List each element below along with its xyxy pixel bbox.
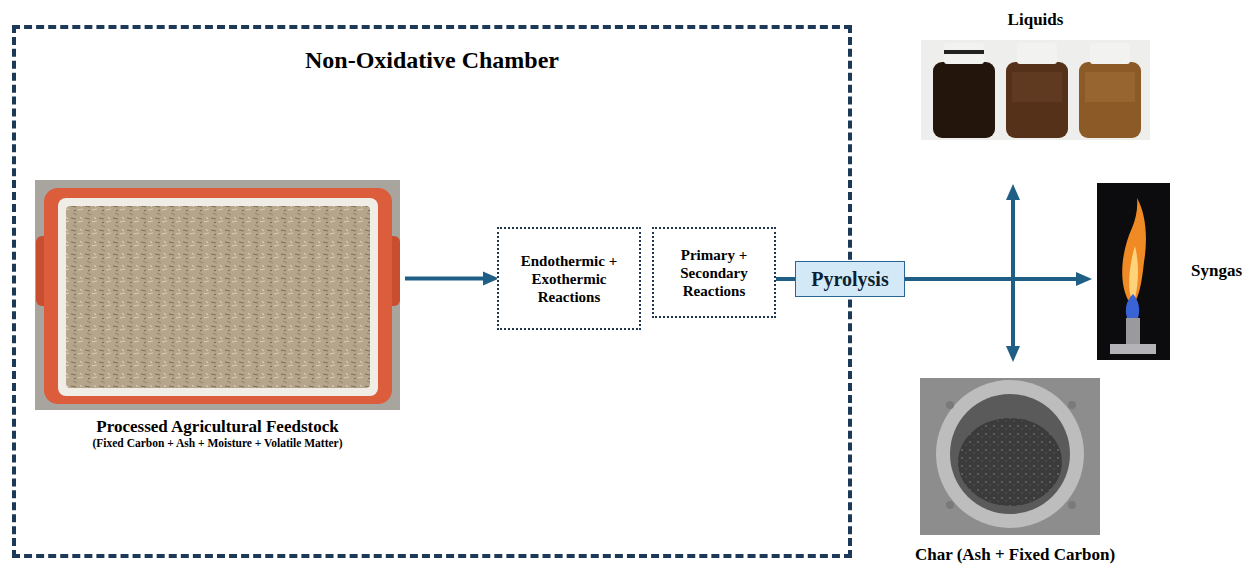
pyrolysis-box: Pyrolysis [795,261,905,297]
flame-core [1129,246,1138,298]
syngas-figure: Syngas [1090,183,1250,360]
feedstock-material [66,206,370,388]
chamber-region: Non-Oxidative ChamberProcessed Agricultu… [12,25,852,558]
vessel-flange [936,380,1084,528]
bolt [946,501,954,509]
flame [1122,198,1146,300]
liquid-bottles [921,40,1150,140]
bottle-label [1085,72,1135,102]
burner-base [1110,344,1156,354]
photo-background [920,378,1100,535]
node-heading: Processed Agricultural Feedstock [96,417,338,437]
bolt [1068,401,1076,409]
syngas-flame [1097,183,1170,360]
bottle-label [1012,72,1062,102]
bolt [1068,501,1076,509]
bottle-cap [1017,43,1057,64]
bottle-cap [1090,43,1130,64]
vessel-wall [950,394,1070,514]
photo-background [921,40,1150,140]
feedstock-tray [35,180,400,410]
burner [1126,318,1140,346]
process-box: Endothermic + Exothermic Reactions [497,227,641,330]
photo-background [1097,183,1170,360]
tray-rim [44,188,392,404]
bolt [946,401,954,409]
bottle-cap [944,43,984,64]
liquids-figure: Liquids [921,10,1150,186]
node-heading: Endothermic + Exothermic Reactions [504,252,634,306]
flow-arrow [905,194,1013,279]
node-heading: Primary + Secondary Reactions [659,246,769,300]
node-heading: Char (Ash + Fixed Carbon) [915,545,1115,565]
char-vessel [920,378,1100,535]
photo-background [35,180,400,410]
bottle [933,62,995,138]
flow-arrow [905,279,1013,352]
bottle [1079,62,1141,138]
tray-inner [58,198,378,396]
node-heading: Non-Oxidative Chamber [305,46,559,75]
flame-base [1126,294,1139,318]
flow-arrow [405,277,489,281]
char-figure: Char (Ash + Fixed Carbon) [880,360,1150,566]
bottle [1006,62,1068,138]
node-heading: Liquids [1008,10,1064,30]
feedstock-figure: Processed Agricultural Feedstock(Fixed C… [30,178,405,452]
connector-line [776,277,795,281]
node-heading: Syngas [1191,261,1242,281]
node-heading: Pyrolysis [811,267,888,291]
process-box: Primary + Secondary Reactions [652,227,776,318]
cap-ring [944,50,984,54]
char-material [958,418,1062,506]
node-subtext: (Fixed Carbon + Ash + Moisture + Volatil… [92,437,342,451]
